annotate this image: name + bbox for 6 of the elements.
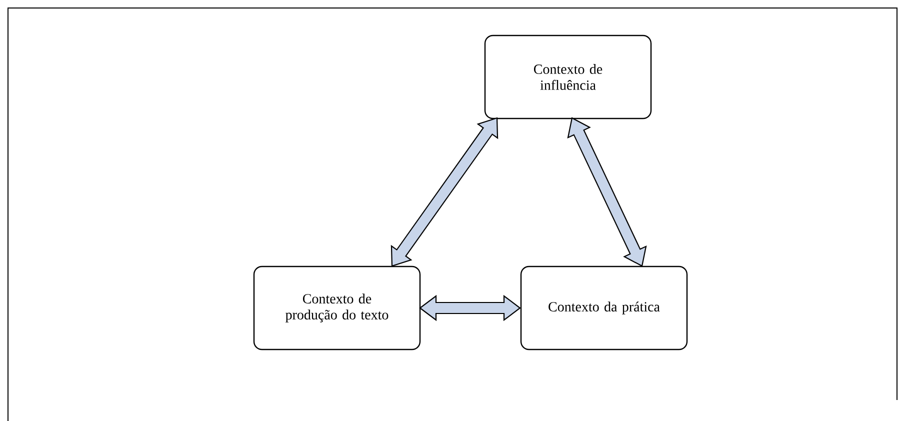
double-arrow	[419, 294, 521, 322]
double-arrow	[390, 117, 498, 267]
context-box: Contexto de produção do texto	[253, 266, 421, 350]
context-box: Contexto de influência	[484, 34, 652, 120]
double-arrow	[567, 117, 647, 267]
context-box: Contexto da prática	[520, 266, 688, 350]
